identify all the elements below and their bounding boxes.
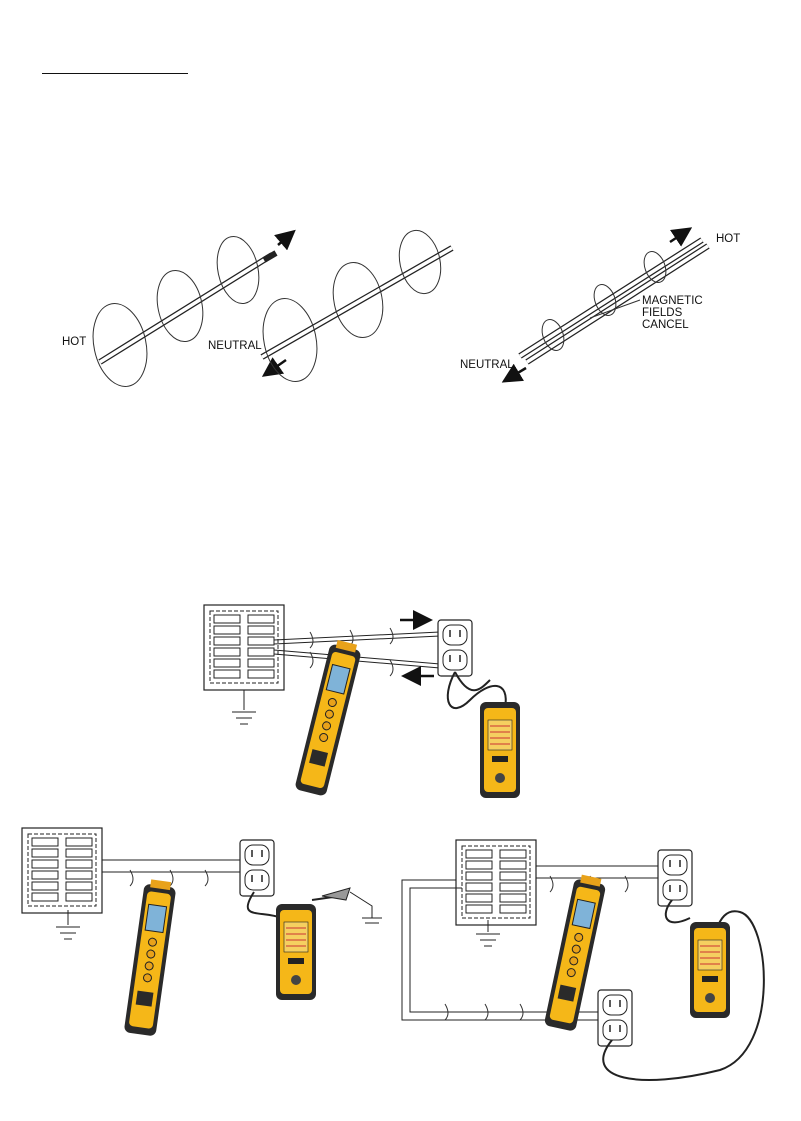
- label-neutral-paired: NEUTRAL: [460, 359, 514, 371]
- figure-separate-conductors: HOT NEUTRAL: [62, 227, 452, 392]
- label-fields: FIELDS: [642, 307, 683, 319]
- label-magnetic: MAGNETIC: [642, 295, 703, 307]
- figure-panel-outlet-tester: [204, 605, 520, 798]
- figure-paired-conductors: HOT MAGNETIC FIELDS CANCEL NEUTRAL: [460, 230, 740, 380]
- figure-ground-clip: [22, 828, 382, 1036]
- label-neutral: NEUTRAL: [208, 340, 262, 352]
- label-hot: HOT: [62, 336, 86, 348]
- label-cancel: CANCEL: [642, 319, 689, 331]
- label-hot-paired: HOT: [716, 233, 740, 245]
- figure-two-outlet-loop: [402, 840, 764, 1080]
